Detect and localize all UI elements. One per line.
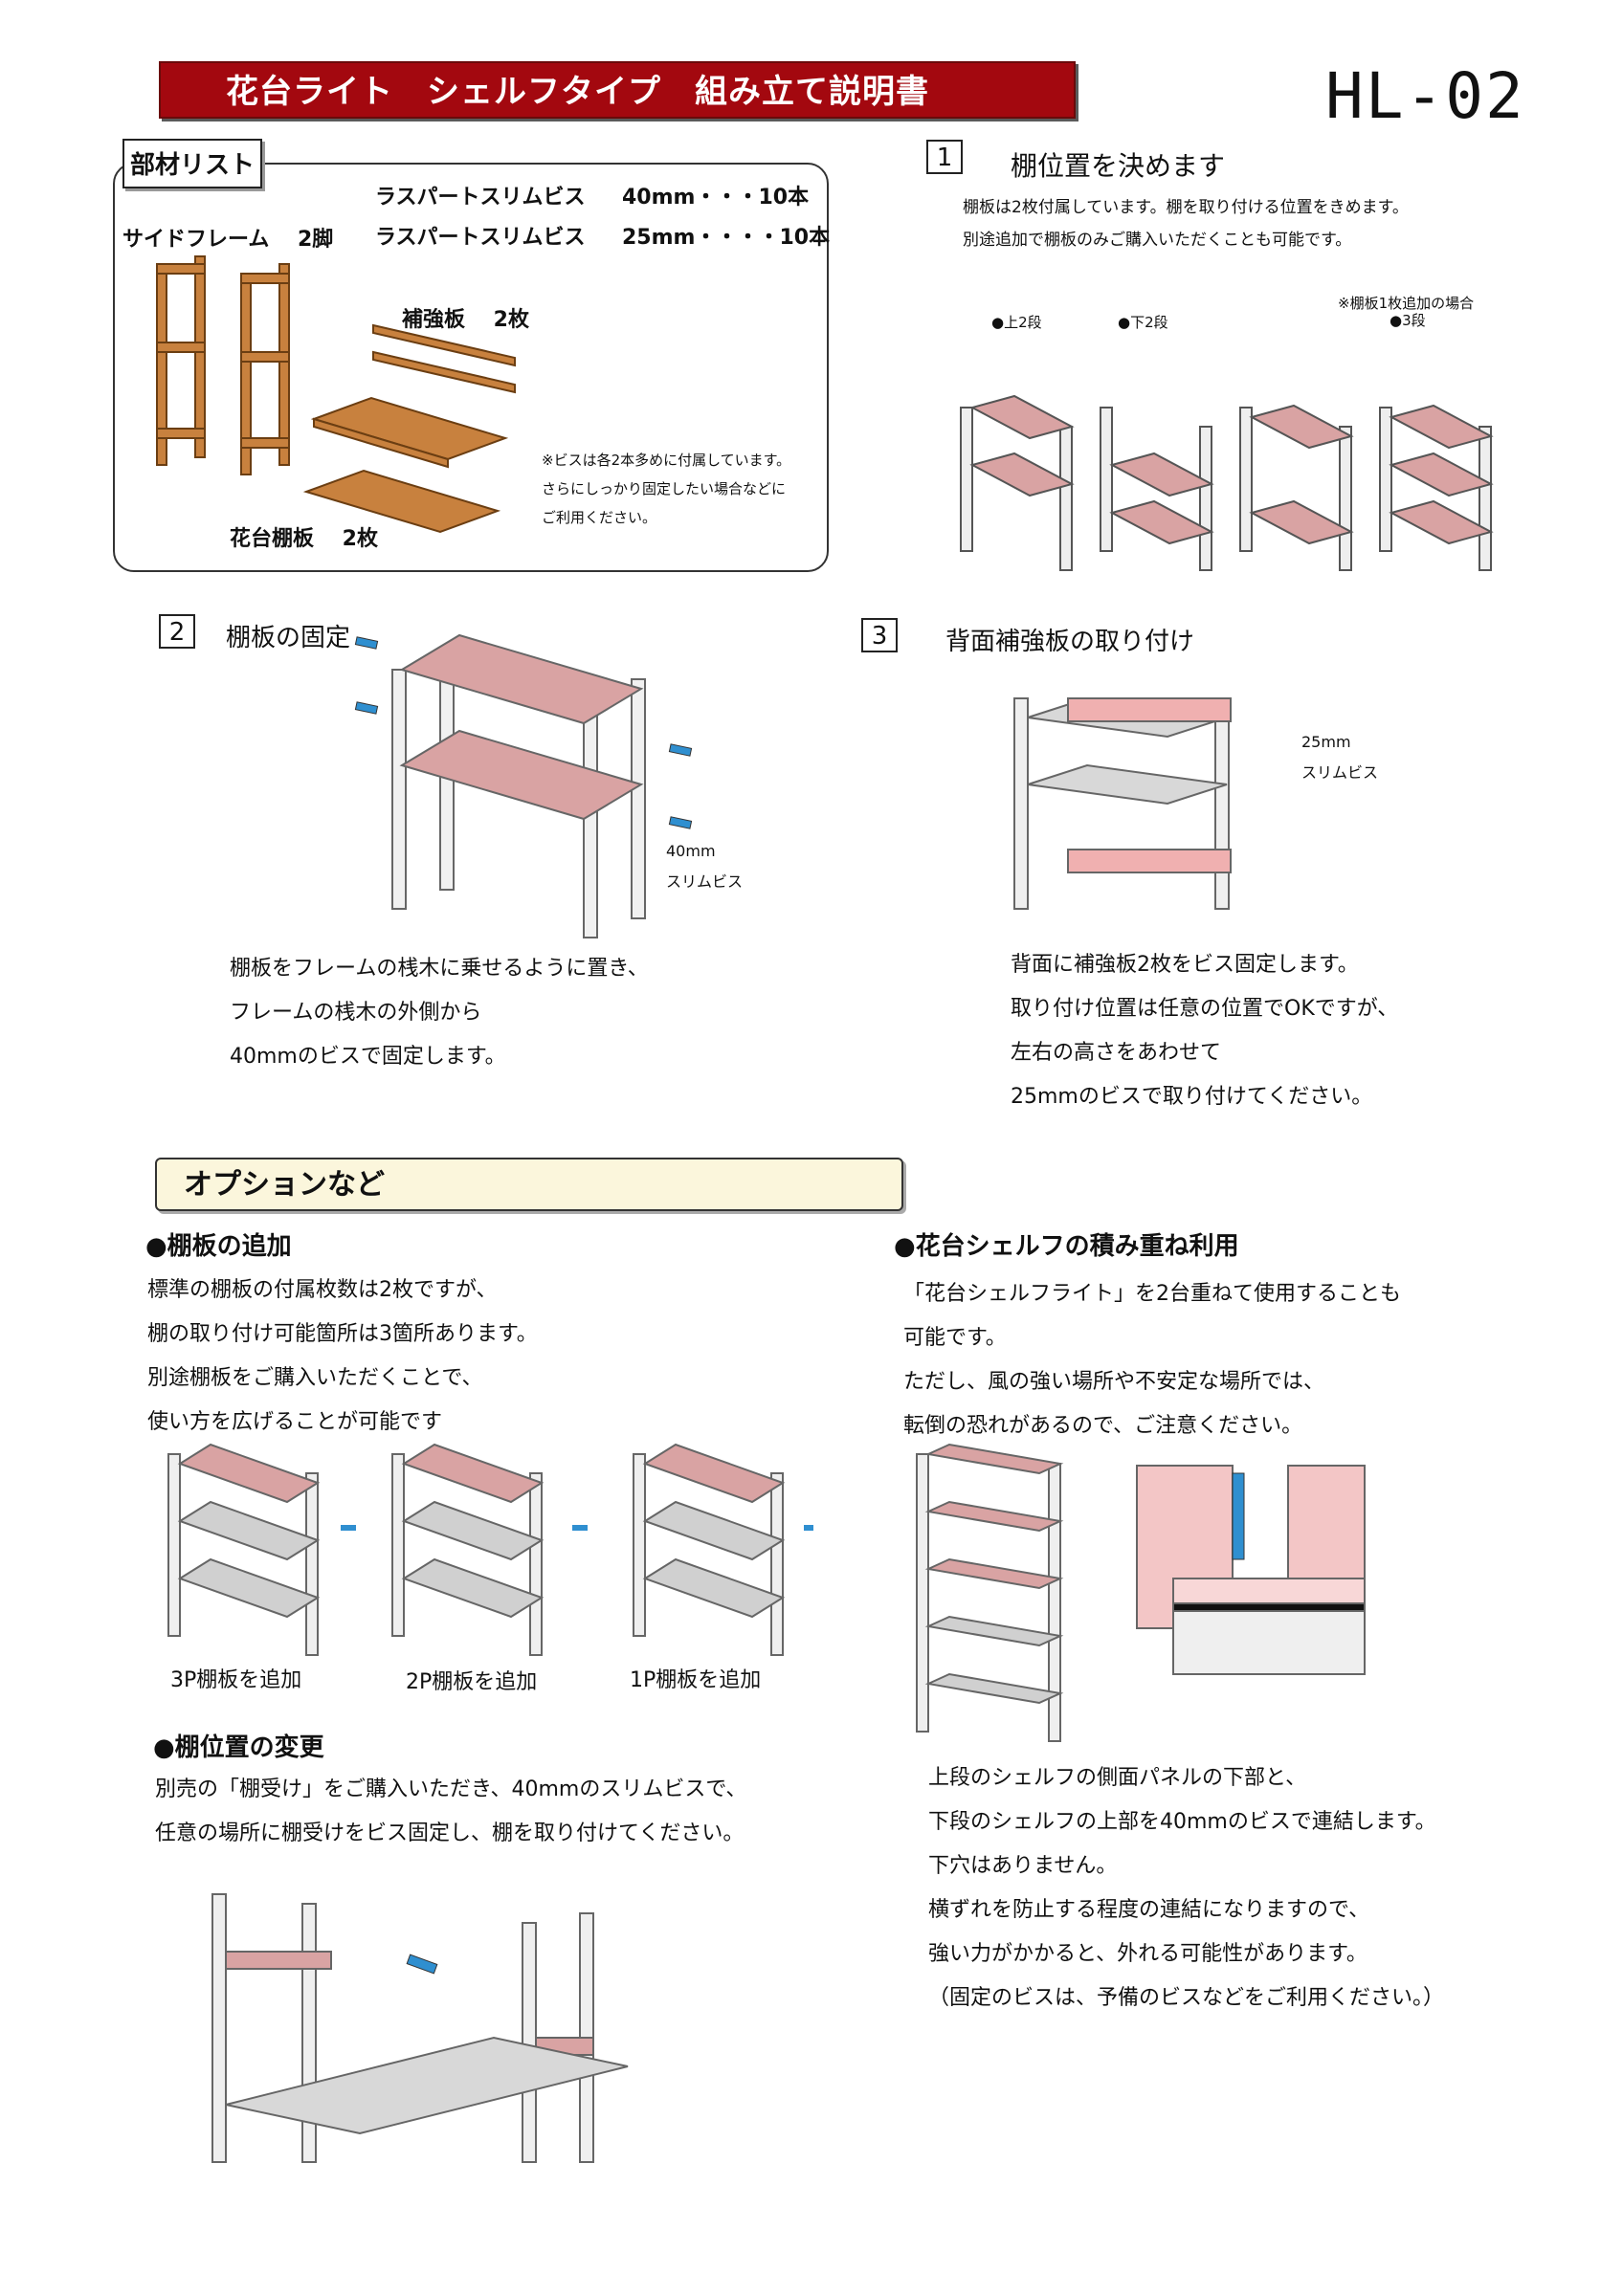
side-frame-label: サイドフレーム 2脚 <box>122 228 334 252</box>
add-shelf-line: 使い方を広げることが可能です <box>147 1410 443 1434</box>
stacking-line: 可能です。 <box>903 1326 1007 1350</box>
brace-label: 補強板 2枚 <box>402 308 529 332</box>
label-upper-2: ●上2段 <box>991 314 1042 331</box>
stacking-line: 転倒の恐れがあるので、ご注意ください。 <box>903 1414 1303 1438</box>
step3-line: 背面に補強板2枚をビス固定します。 <box>1011 953 1359 977</box>
step2-title: 棚板の固定 <box>226 624 351 652</box>
model-number: HL-02 <box>1325 59 1525 133</box>
step1-description: 棚板は2枚付属しています。棚を取り付ける位置をきめます。 別途追加で棚板のみご購… <box>963 191 1409 256</box>
stacking-heading: ●花台シェルフの積み重ね利用 <box>894 1232 1239 1261</box>
brace-board-illustration <box>372 323 516 394</box>
stacked-shelves-illustration <box>916 1443 1064 1742</box>
screw2-spec: 25mm・・・・10本 <box>622 226 831 250</box>
parts-list-box <box>113 163 829 572</box>
step2-screw-label: 40mm スリムビス <box>666 836 743 897</box>
stacking-line: ただし、風の強い場所や不安定な場所では、 <box>903 1370 1325 1394</box>
step3-description: 背面に補強板2枚をビス固定します。 取り付け位置は任意の位置でOKですが、 左右… <box>1011 943 1398 1119</box>
stacking2-line: 下穴はありません。 <box>928 1854 1118 1878</box>
step1-line: 棚板は2枚付属しています。棚を取り付ける位置をきめます。 <box>963 198 1409 217</box>
screw2-name: ラスパートスリムビス <box>375 226 586 250</box>
step3-number: 3 <box>861 618 898 652</box>
shelf-position-illustrations <box>960 394 1494 571</box>
step2-line: 40mmのビスで固定します。 <box>230 1045 506 1069</box>
side-frame-illustration <box>156 255 290 475</box>
stacking2-line: 強い力がかかると、外れる可能性があります。 <box>928 1942 1367 1966</box>
screw-note-line: さらにしっかり固定したい場合などに <box>542 480 787 497</box>
step1-line: 別途追加で棚板のみご購入いただくことも可能です。 <box>963 231 1352 250</box>
add-shelf-illustrations <box>167 1443 813 1656</box>
step3-line: 25mmのビスで取り付けてください。 <box>1011 1085 1373 1109</box>
add-shelf-heading: ●棚板の追加 <box>145 1232 292 1261</box>
step2-screw-type: スリムビス <box>666 872 744 891</box>
step2-line: フレームの桟木の外側から <box>230 1001 482 1025</box>
caption-3p: 3P棚板を追加 <box>170 1668 302 1692</box>
stacking2-line: （固定のビスは、予備のビスなどをご利用ください。） <box>928 1986 1445 2010</box>
stacking-detail-illustration <box>1136 1465 1366 1675</box>
step3-line: 取り付け位置は任意の位置でOKですが、 <box>1011 997 1399 1021</box>
label-lower-2: ●下2段 <box>1118 314 1168 331</box>
screw-note-line: ご利用ください。 <box>542 509 657 526</box>
change-position-description: 別売の「棚受け」をご購入いただき、40mmのスリムビスで、 任意の場所に棚受けを… <box>155 1768 746 1856</box>
step2-screw-size: 40mm <box>666 842 716 860</box>
shelf-board-illustration <box>302 396 509 534</box>
shelf-board-label: 花台棚板 2枚 <box>230 527 378 551</box>
add-shelf-line: 標準の棚板の付属枚数は2枚ですが、 <box>147 1278 498 1302</box>
document-title: 花台ライト シェルフタイプ 組み立て説明書 <box>159 61 1076 119</box>
screw1-name: ラスパートスリムビス <box>375 186 586 210</box>
step3-screw-size: 25mm <box>1301 733 1351 751</box>
parts-list-tab: 部材リスト <box>122 139 262 188</box>
step3-title: 背面補強板の取り付け <box>945 628 1195 656</box>
caption-1p: 1P棚板を追加 <box>630 1668 762 1692</box>
options-section-title: オプションなど <box>155 1158 903 1211</box>
change-position-heading: ●棚位置の変更 <box>153 1733 324 1762</box>
label-3-tiers: ●3段 <box>1390 312 1426 329</box>
add-shelf-description: 標準の棚板の付属枚数は2枚ですが、 棚の取り付け可能箇所は3箇所あります。 別途… <box>147 1269 538 1445</box>
caption-2p: 2P棚板を追加 <box>406 1670 538 1694</box>
stacking2-line: 横ずれを防止する程度の連結になりますので、 <box>928 1898 1370 1922</box>
change-position-line: 任意の場所に棚受けをビス固定し、棚を取り付けてください。 <box>155 1821 745 1845</box>
change-position-line: 別売の「棚受け」をご購入いただき、40mmのスリムビスで、 <box>155 1777 747 1801</box>
stacking-description-2: 上段のシェルフの側面パネルの下部と、 下段のシェルフの上部を40mmのビスで連結… <box>928 1756 1444 2020</box>
screw-note-line: ※ビスは各2本多めに付属しています。 <box>542 452 791 469</box>
step3-line: 左右の高さをあわせて <box>1011 1041 1222 1065</box>
screw1-spec: 40mm・・・10本 <box>622 186 810 210</box>
stacking2-line: 下段のシェルフの上部を40mmのビスで連結します。 <box>928 1810 1436 1834</box>
stacking-description: 「花台シェルフライト」を2台重ねて使用することも 可能です。 ただし、風の強い場… <box>903 1272 1401 1448</box>
step2-description: 棚板をフレームの桟木に乗せるように置き、 フレームの桟木の外側から 40mmのビ… <box>230 947 649 1079</box>
step2-shelf-illustration <box>354 633 693 938</box>
add-shelf-line: 別途棚板をご購入いただくことで、 <box>147 1366 483 1390</box>
step2-number: 2 <box>159 614 195 649</box>
step2-line: 棚板をフレームの桟木に乗せるように置き、 <box>230 957 649 981</box>
add-shelf-line: 棚の取り付け可能箇所は3箇所あります。 <box>147 1322 538 1346</box>
step1-title: 棚位置を決めます <box>1011 150 1226 182</box>
screw-note: ※ビスは各2本多めに付属しています。 さらにしっかり固定したい場合などに ご利用… <box>542 446 790 532</box>
stacking-line: 「花台シェルフライト」を2台重ねて使用することも <box>903 1282 1401 1306</box>
stacking2-line: 上段のシェルフの側面パネルの下部と、 <box>928 1766 1307 1790</box>
step3-screw-label: 25mm スリムビス <box>1301 727 1378 788</box>
step3-brace-illustration <box>1013 696 1232 910</box>
shelf-bracket-illustration <box>211 1893 629 2163</box>
label-extra-note: ※棚板1枚追加の場合 <box>1338 295 1475 312</box>
step1-number: 1 <box>926 140 963 174</box>
step3-screw-type: スリムビス <box>1301 763 1379 782</box>
